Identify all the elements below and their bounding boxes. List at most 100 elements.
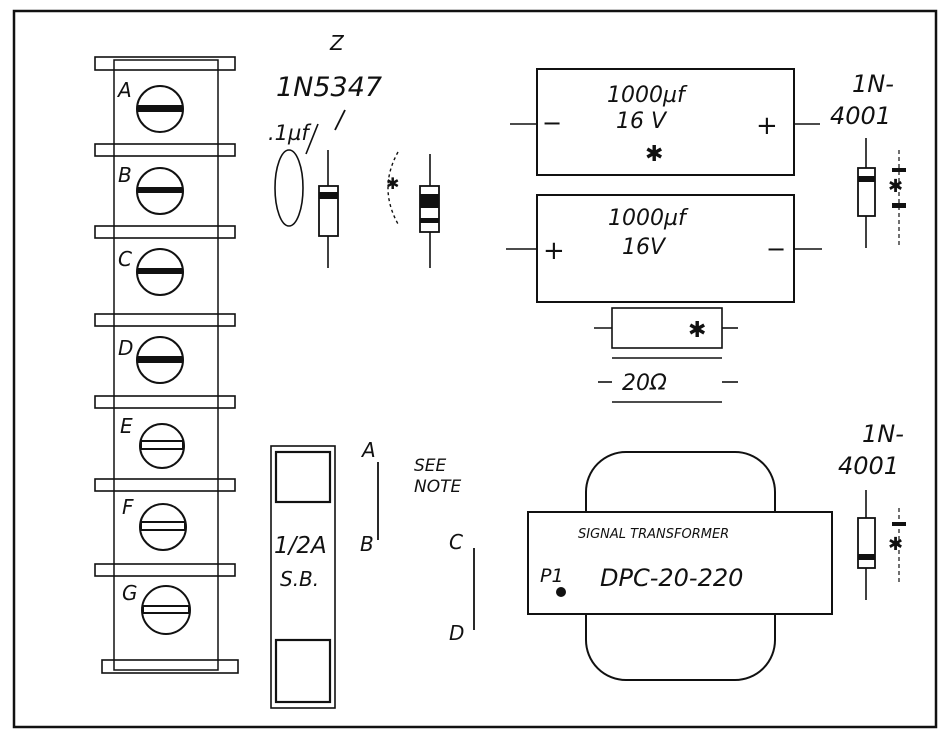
- diode-1n4001-top: 1N- 4001 ✱: [830, 70, 906, 248]
- zener-diode-1n5347: Z 1N5347: [276, 31, 382, 268]
- zener-part-number: 1N5347: [276, 72, 382, 103]
- resistor-20-ohm: ✱ 20Ω: [594, 307, 738, 403]
- screw-head-icon: [136, 248, 184, 296]
- zener-band: [319, 192, 338, 199]
- screw-slot: [138, 268, 182, 274]
- transformer-frame: [527, 511, 833, 615]
- terminal-label: A: [116, 78, 132, 102]
- terminal-barrier: [94, 143, 236, 157]
- screw-slot: [138, 105, 182, 112]
- polarity-mark: ✱: [688, 318, 706, 343]
- diode-band: [892, 168, 906, 172]
- terminal-barrier: [94, 395, 236, 409]
- transformer-model: DPC-20-220: [600, 564, 743, 592]
- terminal-barrier: [94, 225, 236, 239]
- jumper-a-b: A B SEE NOTE: [360, 438, 461, 556]
- diode-part-line1: 1N-: [862, 420, 904, 448]
- capacitor-1000uf-bottom: 1000µf 16V + −: [506, 194, 822, 303]
- resistor-value: 20Ω: [622, 371, 667, 396]
- screw-head-icon: [139, 503, 187, 551]
- fuse-type: S.B.: [280, 567, 319, 591]
- screw-slot: [140, 440, 184, 450]
- terminal-label: E: [120, 414, 133, 438]
- fuse-end-cap-top: [274, 450, 332, 504]
- capacitor-plus-terminal: +: [756, 111, 778, 141]
- terminal-label: G: [122, 581, 138, 605]
- fuse-rating: 1/2A: [274, 533, 327, 559]
- pin-1-dot: [556, 587, 566, 597]
- diode-body: [857, 517, 876, 569]
- capacitor-1000uf-top: 1000µf 16 V − + ✱: [510, 68, 820, 176]
- diode-part-line2: 4001: [830, 102, 891, 130]
- value-leader: [334, 109, 346, 131]
- terminal-c: C: [118, 247, 184, 296]
- terminal-strip: A B C D E F G: [94, 56, 239, 674]
- fuse-end-cap-bottom: [274, 638, 332, 704]
- polarity-mark: ✱: [645, 142, 663, 167]
- terminal-b: B: [118, 163, 184, 215]
- diode-band: [892, 203, 906, 208]
- fuse-half-amp: 1/2A S.B.: [270, 445, 336, 709]
- screw-head-icon: [136, 167, 184, 215]
- jumper-label-c: C: [449, 530, 463, 554]
- capacitor-0-1uf: .1µf: [268, 109, 346, 227]
- terminal-f: F: [122, 495, 187, 551]
- screw-slot: [140, 521, 186, 531]
- zener-marker: Z: [329, 31, 345, 55]
- diode-part-line1: 1N-: [852, 70, 894, 98]
- diode-body: [419, 185, 440, 233]
- capacitor-plus-terminal: +: [543, 236, 565, 266]
- see-note-line1: SEE: [414, 456, 447, 476]
- jumper-label-d: D: [449, 621, 464, 645]
- terminal-label: D: [118, 336, 133, 360]
- terminal-barrier: [94, 478, 236, 492]
- jumper-label-b: B: [360, 532, 374, 556]
- screw-slot: [138, 187, 182, 193]
- capacitor-value: 1000µf: [608, 206, 689, 231]
- diode-1n4001-bottom: 1N- 4001 ✱: [838, 420, 906, 600]
- diode-band: [858, 176, 875, 182]
- screw-slot: [138, 356, 182, 363]
- screw-head-icon: [136, 85, 184, 133]
- terminal-barrier: [101, 659, 239, 674]
- terminal-d: D: [118, 336, 184, 384]
- terminal-label: F: [122, 495, 134, 519]
- diode-band: [420, 194, 439, 208]
- capacitor-minus-terminal: −: [766, 235, 786, 263]
- disc-and-diode-pair: ✱: [386, 151, 440, 268]
- jumper-label-a: A: [360, 438, 376, 462]
- capacitor-voltage: 16V: [622, 235, 667, 260]
- transformer-title: SIGNAL TRANSFORMER: [578, 527, 729, 542]
- terminal-strip-barriers: [94, 56, 239, 674]
- terminal-strip-body: [113, 59, 219, 671]
- see-note-line2: NOTE: [414, 477, 461, 497]
- fuse-glass: [270, 445, 336, 709]
- value-leader: [305, 123, 319, 155]
- screw-head-icon: [136, 336, 184, 384]
- capacitor-body: [536, 194, 795, 303]
- terminal-label: B: [118, 163, 132, 187]
- terminal-a: A: [116, 78, 184, 133]
- polarity-mark: ✱: [888, 534, 903, 555]
- diode-body: [857, 167, 876, 217]
- diagram-border: [12, 9, 938, 729]
- capacitor-minus-terminal: −: [542, 109, 562, 137]
- diode-band: [892, 522, 906, 526]
- capacitor-body: [536, 68, 795, 176]
- terminal-barrier: [94, 56, 236, 71]
- signal-transformer: SIGNAL TRANSFORMER P1 DPC-20-220: [527, 451, 833, 681]
- diode-band: [858, 554, 875, 560]
- jumper-c-d: C D: [449, 530, 475, 645]
- terminal-label: C: [118, 247, 132, 271]
- ceramic-disc-capacitor: [274, 149, 304, 227]
- screw-head-icon: [139, 423, 185, 469]
- terminal-g: G: [122, 581, 191, 635]
- terminal-barrier: [94, 563, 236, 577]
- ceramic-disc-capacitor: [387, 151, 399, 225]
- diode-band: [420, 218, 439, 223]
- screw-head-icon: [141, 585, 191, 635]
- capacitor-value: 1000µf: [607, 83, 688, 108]
- terminal-barrier: [94, 313, 236, 327]
- capacitor-voltage: 16 V: [616, 109, 668, 134]
